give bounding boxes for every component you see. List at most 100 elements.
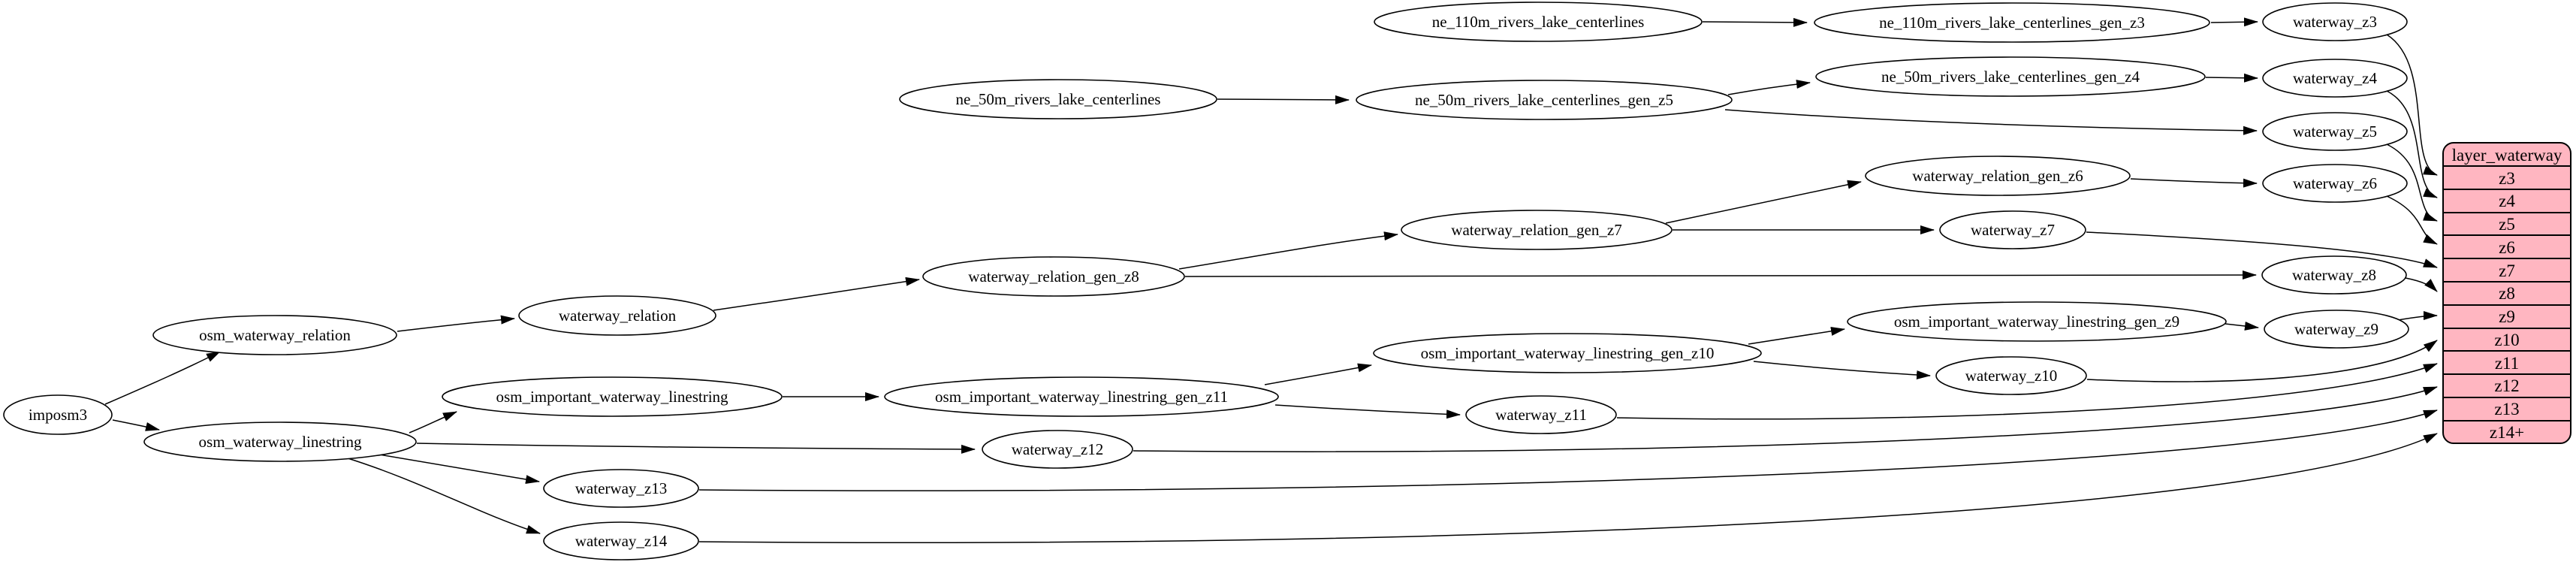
layer-waterway-table: layer_waterway z3 z4 z5 z6 z7 z8 z9 z10 … <box>2442 142 2571 444</box>
node-ellipse <box>442 376 783 417</box>
node-waterway_z5: waterway_z5 <box>2262 112 2408 151</box>
node-waterway_z13: waterway_z13 <box>543 469 699 508</box>
node-label: osm_important_waterway_linestring_gen_z1… <box>1421 344 1715 362</box>
node-ellipse <box>922 256 1185 297</box>
node-label: waterway_relation_gen_z7 <box>1451 221 1621 239</box>
edge-waterway_z4-to-row_z4 <box>2386 90 2438 198</box>
node-label: waterway_z4 <box>2293 69 2377 87</box>
table-row-z11: z11 <box>2495 354 2519 373</box>
node-label: waterway_z14 <box>575 532 668 550</box>
edge-waterway_relation_gen_z7-to-waterway_relation_gen_z6 <box>1665 180 1862 224</box>
edge-imposm3-to-osm_waterway_linestring <box>112 419 160 431</box>
node-waterway_z3: waterway_z3 <box>2262 2 2408 41</box>
edge-waterway_relation_gen_z6-to-waterway_z6 <box>2130 178 2258 188</box>
node-ellipse <box>1865 156 2131 196</box>
edge-waterway_z5-to-row_z5 <box>2386 144 2438 222</box>
node-ellipse <box>884 376 1279 417</box>
node-waterway_relation: waterway_relation <box>518 295 716 336</box>
node-label: ne_50m_rivers_lake_centerlines_gen_z4 <box>1881 68 2140 86</box>
node-ne_50m_rivers_lake_centerlines_gen_z4: ne_50m_rivers_lake_centerlines_gen_z4 <box>1815 56 2206 97</box>
node-ellipse <box>982 430 1133 469</box>
edge-waterway_relation-to-waterway_relation_gen_z8 <box>713 276 920 311</box>
node-label: osm_waterway_linestring <box>199 433 362 451</box>
edge-gen_z9-to-waterway_z9 <box>2225 322 2259 331</box>
node-ellipse <box>2262 164 2408 203</box>
node-label: ne_110m_rivers_lake_centerlines <box>1432 13 1645 31</box>
edge-waterway_z12-to-row_z12 <box>1133 386 2438 452</box>
node-ne_50m_rivers_lake_centerlines_gen_z5: ne_50m_rivers_lake_centerlines_gen_z5 <box>1356 80 1733 120</box>
node-osm_important_waterway_linestring_gen_z10: osm_important_waterway_linestring_gen_z1… <box>1373 333 1762 373</box>
node-osm_important_waterway_linestring: osm_important_waterway_linestring <box>442 376 783 417</box>
node-ne_110m_rivers_lake_centerlines_gen_z3: ne_110m_rivers_lake_centerlines_gen_z3 <box>1814 2 2210 43</box>
edge-waterway_z8-to-row_z8 <box>2405 277 2438 292</box>
node-osm_waterway_linestring: osm_waterway_linestring <box>143 421 417 462</box>
node-waterway_z12: waterway_z12 <box>982 430 1133 469</box>
table-row-z7: z7 <box>2499 261 2515 280</box>
node-ne_110m_rivers_lake_centerlines: ne_110m_rivers_lake_centerlines <box>1374 2 1703 42</box>
table-row-z9: z9 <box>2499 307 2515 326</box>
table-title: layer_waterway <box>2452 146 2562 165</box>
node-ellipse <box>2261 255 2407 295</box>
edge-gen_z11-to-gen_z10 <box>1264 363 1372 385</box>
node-ellipse <box>1374 2 1703 42</box>
node-ellipse <box>152 315 397 355</box>
node-waterway_z11: waterway_z11 <box>1465 395 1617 434</box>
node-label: imposm3 <box>29 406 87 424</box>
node-ellipse <box>1935 356 2087 395</box>
table-outline <box>2442 142 2571 444</box>
node-waterway_z8: waterway_z8 <box>2261 255 2407 295</box>
edge-osm_waterway_linestring-to-waterway_z13 <box>379 454 540 485</box>
node-label: waterway_relation_gen_z8 <box>968 267 1139 286</box>
edge-ne_110m-to-gen_z3 <box>1702 17 1808 27</box>
node-label: waterway_z13 <box>575 479 667 497</box>
node-label: waterway_z6 <box>2293 174 2377 192</box>
edge-gen_z5-to-gen_z4 <box>1727 80 1811 95</box>
edge-gen_z5-to-waterway_z5 <box>1724 109 2258 135</box>
node-label: osm_important_waterway_linestring <box>496 388 728 406</box>
node-ellipse <box>899 79 1217 119</box>
node-imposm3: imposm3 <box>3 394 113 435</box>
node-waterway_z7: waterway_z7 <box>1939 210 2086 249</box>
edge-gen_z10-to-waterway_z10 <box>1753 361 1931 379</box>
node-waterway_z9: waterway_z9 <box>2264 310 2409 349</box>
edge-waterway_relation_gen_z8-to-waterway_relation_gen_z7 <box>1178 231 1398 270</box>
node-label: osm_important_waterway_linestring_gen_z1… <box>935 388 1228 406</box>
node-osm_important_waterway_linestring_gen_z9: osm_important_waterway_linestring_gen_z9 <box>1847 301 2227 342</box>
node-ellipse <box>1465 395 1617 434</box>
node-waterway_z10: waterway_z10 <box>1935 356 2087 395</box>
edge-waterway_z10-to-row_z10 <box>2086 340 2438 382</box>
table-row-z10: z10 <box>2494 331 2519 349</box>
edge-waterway_z7-to-row_z7 <box>2086 231 2438 268</box>
node-waterway_z14: waterway_z14 <box>543 521 699 560</box>
node-ellipse <box>1939 210 2086 249</box>
edge-osm_waterway_linestring-to-waterway_z14 <box>345 457 541 534</box>
node-osm_waterway_relation: osm_waterway_relation <box>152 315 397 355</box>
edge-waterway_z9-to-row_z9 <box>2397 311 2438 321</box>
edge-layer <box>104 17 2438 544</box>
table-row-z6: z6 <box>2499 238 2515 257</box>
edge-waterway_z14-to-row_z14 <box>698 433 2438 544</box>
node-label: ne_50m_rivers_lake_centerlines_gen_z5 <box>1415 91 1673 109</box>
node-label: waterway_relation <box>559 307 677 325</box>
node-label: waterway_z12 <box>1012 440 1103 458</box>
node-label: waterway_z3 <box>2293 13 2377 31</box>
node-ellipse <box>543 521 699 560</box>
table-row-z8: z8 <box>2499 284 2515 303</box>
node-ne_50m_rivers_lake_centerlines: ne_50m_rivers_lake_centerlines <box>899 79 1217 119</box>
node-ellipse <box>543 469 699 508</box>
edge-osm_waterway_linestring-to-osm_important_waterway_linestring <box>409 411 457 434</box>
node-waterway_relation_gen_z7: waterway_relation_gen_z7 <box>1401 210 1673 250</box>
node-ellipse <box>1814 2 2210 43</box>
edge-ne_50m-to-gen_z5 <box>1217 95 1350 104</box>
node-label: waterway_z7 <box>1971 221 2055 239</box>
edge-gen_z10-to-gen_z9 <box>1748 327 1845 345</box>
table-row-z4: z4 <box>2499 192 2515 210</box>
node-label: ne_50m_rivers_lake_centerlines <box>956 90 1161 108</box>
edge-osm_waterway_relation-to-waterway_relation <box>397 315 515 332</box>
node-waterway_z4: waterway_z4 <box>2262 59 2408 98</box>
table-row-z14plus: z14+ <box>2490 423 2524 442</box>
node-osm_important_waterway_linestring_gen_z11: osm_important_waterway_linestring_gen_z1… <box>884 376 1279 417</box>
edge-waterway_z13-to-row_z13 <box>698 409 2438 491</box>
node-ellipse <box>1356 80 1733 120</box>
